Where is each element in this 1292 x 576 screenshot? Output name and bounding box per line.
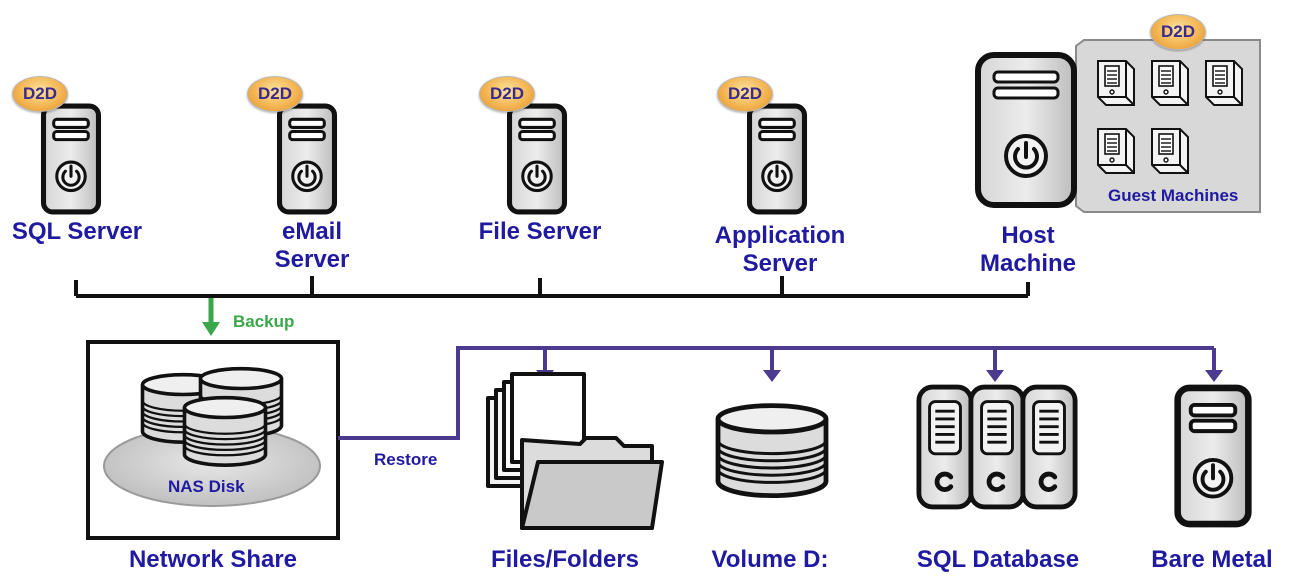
guest-machine-icon (1096, 59, 1136, 107)
d2d-badge-sql: D2D (12, 76, 68, 112)
application-server-icon (750, 106, 805, 212)
guest-machine-icon (1150, 127, 1190, 175)
d2d-badge-email: D2D (247, 76, 303, 112)
restore-label: Restore (374, 450, 438, 469)
file-server-icon (510, 106, 565, 212)
sql-database-icon (919, 387, 1075, 507)
host-machine-label: Host Machine (979, 222, 1077, 277)
backup-arrow (202, 298, 220, 336)
email-server-label: eMail Server (274, 218, 350, 273)
host-machine-icon (975, 52, 1077, 208)
restore-arrowheads (536, 370, 1223, 382)
backup-bus-line (74, 276, 1030, 298)
guest-machine-icon (1150, 59, 1190, 107)
files-folders-icon (486, 372, 664, 530)
volume-d-icon (718, 406, 826, 496)
d2d-badge-application: D2D (717, 76, 773, 112)
guest-machine-icon (1096, 127, 1136, 175)
file-server-label: File Server (478, 218, 602, 245)
email-server-icon (280, 106, 335, 212)
network-share-label: Network Share (128, 546, 298, 573)
nas-disk-label: NAS Disk (168, 477, 245, 496)
d2d-badge-host: D2D (1150, 14, 1206, 50)
application-server-label: Application Server (714, 222, 846, 277)
sql-database-label: SQL Database (916, 546, 1080, 573)
sql-server-label: SQL Server (11, 218, 143, 245)
d2d-badge-file: D2D (479, 76, 535, 112)
guest-machines-label: Guest Machines (1108, 186, 1239, 205)
backup-label: Backup (233, 312, 295, 331)
bare-metal-label: Bare Metal (1151, 546, 1273, 573)
restore-path (338, 346, 1216, 440)
files-folders-label: Files/Folders (490, 546, 640, 573)
volume-d-label: Volume D: (711, 546, 829, 573)
sql-server-icon (44, 106, 99, 212)
guest-machine-icon (1204, 59, 1244, 107)
bare-metal-icon (1178, 388, 1249, 524)
